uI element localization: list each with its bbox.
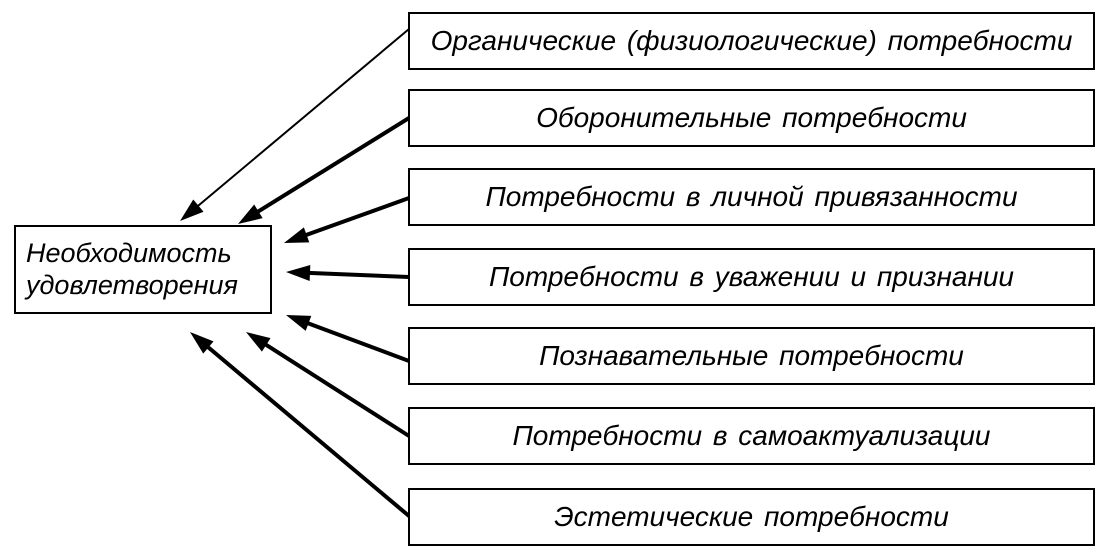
need-label: Органические (физиологические) потребнос… [430, 25, 1073, 57]
arrowhead-4 [286, 315, 312, 331]
need-box-respect: Потребности в уважении и признании [408, 248, 1095, 306]
need-label: Эстетические потребности [554, 501, 949, 533]
arrow-line-3 [305, 270, 411, 279]
arrow-line-4 [304, 320, 411, 363]
need-box-cognitive: Познавательные потребности [408, 327, 1095, 385]
arrowhead-0 [180, 199, 204, 221]
need-box-aesthetic: Эстетические потребности [408, 488, 1095, 546]
need-box-defensive: Оборонительные потребности [408, 89, 1095, 147]
need-box-selfactual: Потребности в самоактуализации [408, 407, 1095, 465]
center-label-line1: Необходимость [26, 237, 232, 268]
arrowhead-2 [284, 227, 310, 243]
arrowhead-6 [190, 332, 214, 354]
need-label: Потребности в уважении и признании [488, 261, 1014, 293]
arrow-line-6 [204, 344, 411, 518]
arrow-line-2 [302, 196, 411, 238]
center-label-line2: удовлетворения [26, 269, 238, 300]
arrow-line-0 [195, 28, 410, 208]
need-label: Познавательные потребности [539, 340, 964, 372]
arrow-line-1 [254, 116, 411, 215]
arrowhead-3 [286, 264, 311, 281]
need-label: Оборонительные потребности [536, 102, 967, 134]
need-box-organic: Органические (физиологические) потребнос… [408, 12, 1095, 70]
arrow-line-5 [262, 341, 411, 438]
need-box-attachment: Потребности в личной привязанности [408, 168, 1095, 226]
need-label: Потребности в самоактуализации [512, 420, 991, 452]
center-box: Необходимость удовлетворения [14, 225, 272, 314]
need-label: Потребности в личной привязанности [485, 181, 1018, 213]
arrowhead-5 [246, 332, 271, 352]
arrowhead-1 [238, 204, 263, 224]
